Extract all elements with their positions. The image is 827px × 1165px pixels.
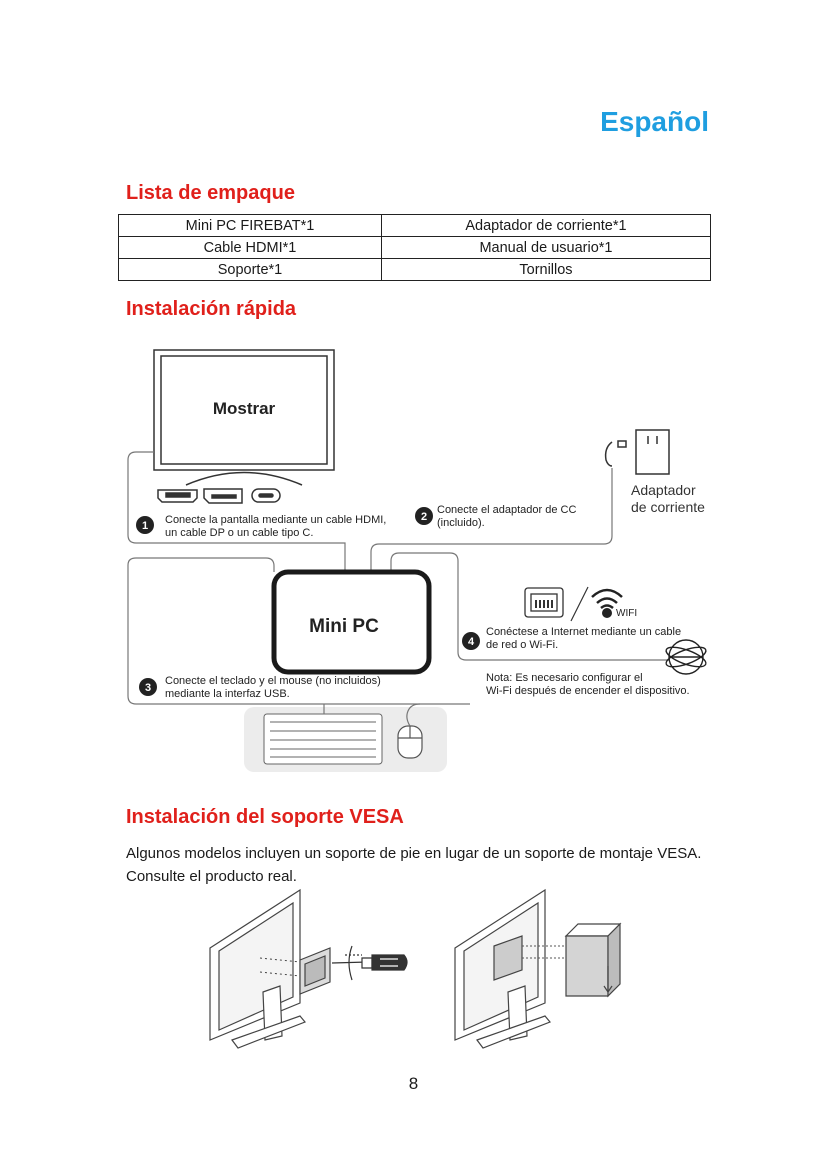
ethernet-port-icon: [524, 587, 564, 618]
power-adapter-illustration: [604, 429, 670, 475]
mini-pc-illustration: [271, 569, 432, 675]
step-text: Conecte el teclado y el mouse (no inclui…: [165, 675, 381, 687]
connection-lines: [127, 451, 670, 705]
monitor-illustration: [153, 349, 335, 486]
vesa-diagram: [209, 888, 622, 1049]
quick-install-title: Instalación rápida: [126, 298, 297, 320]
table-cell: Soporte*1: [118, 258, 382, 281]
mouse-illustration: [397, 725, 423, 759]
table-row: Mini PC FIREBAT*1 Adaptador de corriente…: [118, 214, 712, 237]
step-number: 3: [145, 682, 151, 694]
wifi-label: WIFI: [616, 608, 637, 619]
step-number-badge: [415, 507, 433, 525]
step-number-badge: [462, 632, 480, 650]
step-text: Conecte el adaptador de CC: [437, 504, 576, 516]
step-number-badge: [139, 678, 157, 696]
step-text: de red o Wi-Fi.: [486, 639, 558, 651]
page-number: 8: [408, 1074, 419, 1093]
table-cell: Mini PC FIREBAT*1: [118, 214, 382, 237]
usb-c-port-icon: [251, 488, 281, 503]
table-cell: Tornillos: [380, 258, 712, 281]
quick-install-diagram: Mostrar Adaptador de corriente Mini PC 1…: [127, 349, 707, 772]
step-text: Conéctese a Internet mediante un cable: [486, 626, 681, 638]
step-number-badge: [136, 516, 154, 534]
step-text: un cable DP o un cable tipo C.: [165, 527, 313, 539]
vesa-description: Algunos modelos incluyen un soporte de p…: [126, 845, 702, 885]
note-text: Wi-Fi después de encender el dispositivo…: [486, 685, 690, 697]
step-text: (incluido).: [437, 517, 485, 529]
step-text: Conecte la pantalla mediante un cable HD…: [165, 514, 386, 526]
monitor-back-illustration: [454, 888, 551, 1049]
screwdriver-icon: [331, 945, 408, 981]
table-cell: Adaptador de corriente*1: [380, 214, 712, 237]
step-number: 2: [421, 511, 427, 523]
packing-table: Mini PC FIREBAT*1 Adaptador de corriente…: [118, 214, 712, 281]
dp-port-icon: [203, 488, 243, 504]
step-number: 1: [142, 520, 148, 532]
note-text: Nota: Es necesario configurar el: [486, 672, 643, 684]
step-text: mediante la interfaz USB.: [165, 688, 290, 700]
table-cell: Manual de usuario*1: [380, 236, 712, 259]
adapter-label: Adaptador: [631, 482, 696, 498]
table-row: Soporte*1 Tornillos: [118, 258, 712, 281]
step-number: 4: [468, 636, 475, 648]
hdmi-port-icon: [157, 489, 198, 503]
vesa-title: Instalación del soporte VESA: [126, 806, 404, 828]
adapter-label: de corriente: [631, 499, 705, 515]
keyboard-illustration: [263, 713, 383, 765]
language-heading: Español: [600, 106, 709, 137]
packing-list-title: Lista de empaque: [126, 182, 295, 204]
mini-pc-box-illustration: [564, 922, 622, 998]
monitor-label: Mostrar: [213, 399, 276, 418]
mini-pc-label: Mini PC: [309, 616, 379, 637]
table-row: Cable HDMI*1 Manual de usuario*1: [118, 236, 712, 259]
globe-icon: [665, 639, 707, 675]
wifi-icon: [591, 588, 623, 618]
table-cell: Cable HDMI*1: [118, 236, 382, 259]
monitor-back-illustration: [209, 888, 331, 1049]
